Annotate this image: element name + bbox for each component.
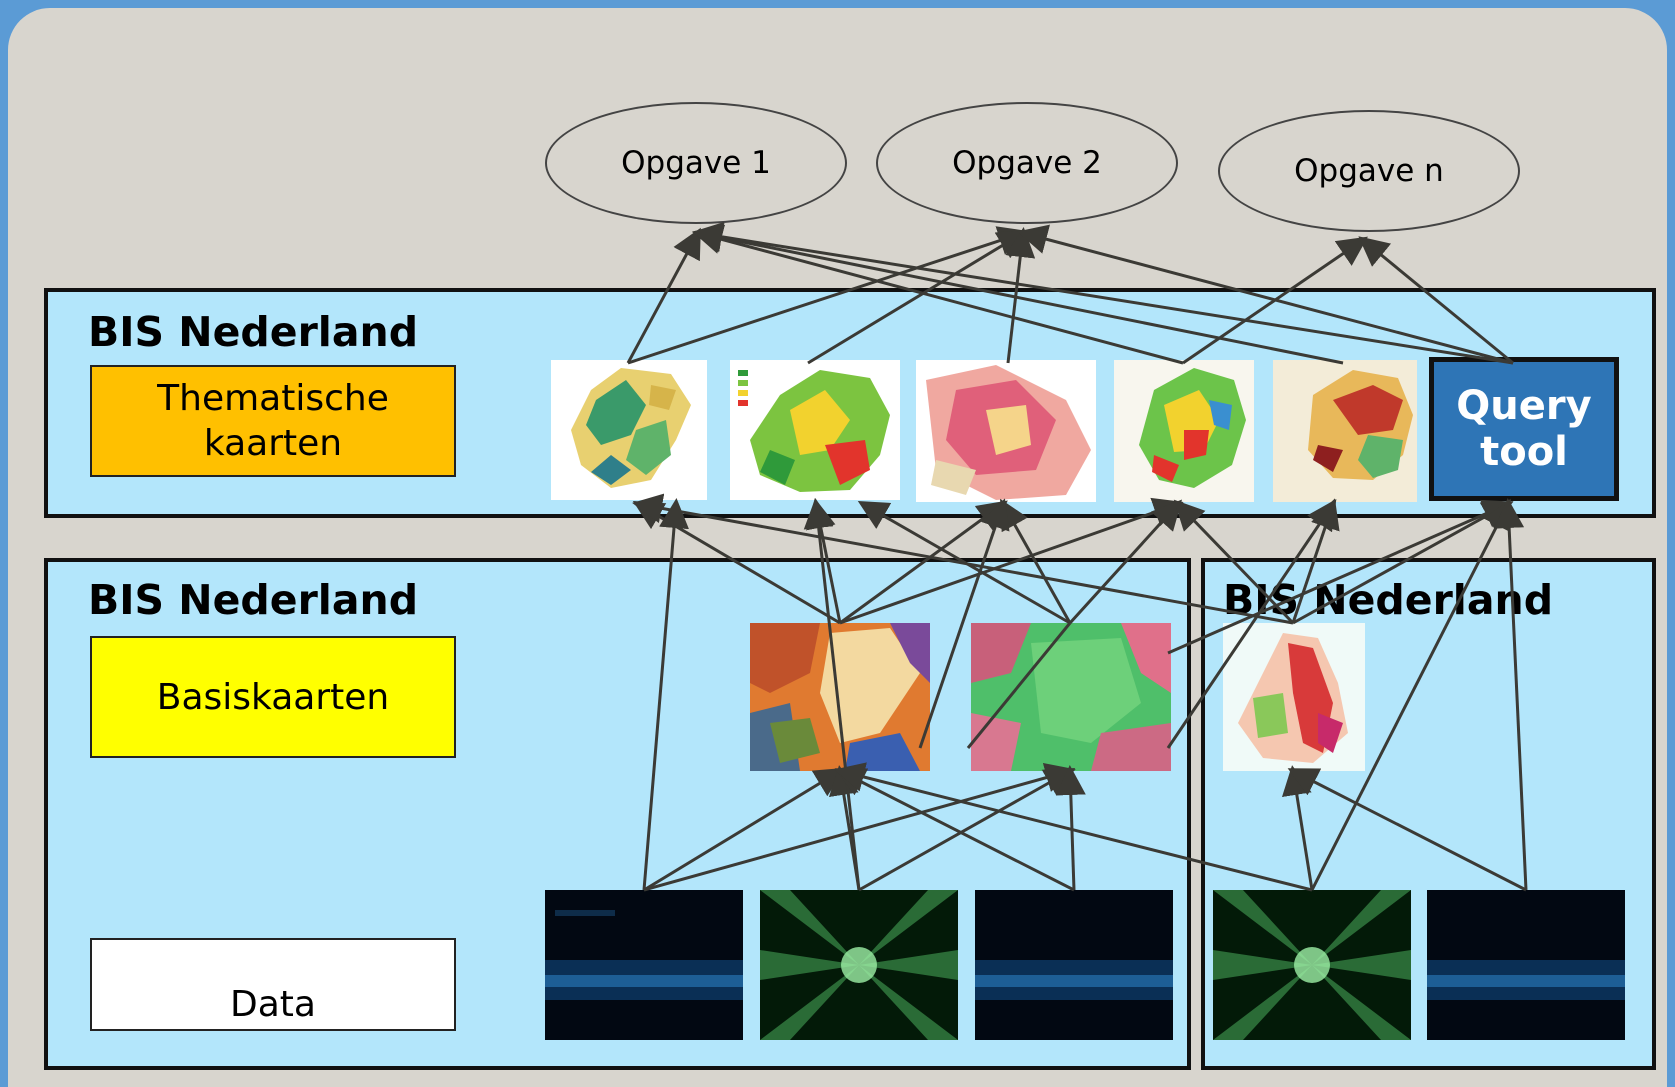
data-image-4 [1213,890,1411,1040]
slide: Opgave 1 Opgave 2 Opgave n BIS Nederland… [8,8,1667,1087]
data-image-3 [975,890,1173,1040]
label-line-2: kaarten [203,423,343,464]
base-maps-text: Basiskaarten [156,676,390,718]
thematic-map-1 [551,360,707,500]
data-text: Data [230,984,316,1025]
base-map-2 [971,623,1171,771]
data-image-1 [545,890,743,1040]
panel-title: BIS Nederland [1223,576,1554,624]
goal-label: Opgave 1 [621,145,771,181]
thematic-map-4 [1114,360,1254,502]
panel-title: BIS Nederland [88,576,419,624]
goal-opgave-2: Opgave 2 [876,102,1178,224]
label-line-1: Thematische [157,378,389,419]
goal-opgave-n: Opgave n [1218,110,1520,232]
goal-opgave-1: Opgave 1 [545,102,847,224]
thematic-map-5 [1273,360,1417,502]
query-tool-line-1: Query [1456,383,1592,429]
base-map-1 [750,623,930,771]
data-image-2 [760,890,958,1040]
thematic-map-2 [730,360,900,500]
query-tool-line-2: tool [1480,429,1568,475]
goal-label: Opgave 2 [952,145,1102,181]
data-label: Data [90,938,456,1031]
goal-label: Opgave n [1294,153,1444,189]
base-map-3 [1223,623,1365,771]
base-maps-label: Basiskaarten [90,636,456,758]
thematic-map-3 [916,360,1096,502]
data-image-5 [1427,890,1625,1040]
panel-title: BIS Nederland [88,308,419,356]
